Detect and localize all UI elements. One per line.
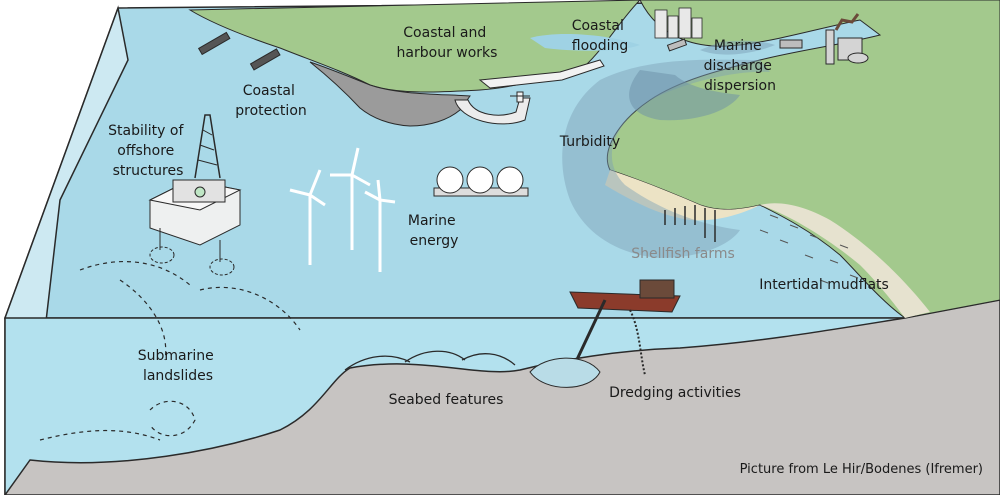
harbour-breakwater — [454, 97, 531, 125]
label-coastal-flooding: Coastal flooding — [572, 18, 629, 54]
harbour-jetty — [478, 59, 605, 89]
label-shellfish-farms: Shellfish farms — [631, 246, 735, 262]
landslide-scars — [39, 261, 301, 441]
label-seabed-features: Seabed features — [389, 392, 504, 408]
label-marine-energy: Marine energy — [408, 213, 460, 249]
mudflats-sand — [760, 203, 930, 318]
seabed — [4, 299, 1000, 495]
discharge-plume — [700, 40, 775, 55]
dredger-ship-icon — [563, 279, 681, 386]
oil-platform-icon — [148, 114, 242, 276]
flooding-area — [530, 34, 640, 51]
discharge-pipe-icon — [666, 38, 803, 52]
sand-waves — [344, 350, 516, 371]
groyne-icon — [197, 31, 281, 71]
turbidity-plume-core — [629, 70, 740, 121]
label-intertidal-mudflats: Intertidal mudflats — [759, 277, 889, 293]
label-coastal-harbour-works: Coastal and harbour works — [397, 25, 498, 61]
label-stability-offshore: Stability of offshore structures — [108, 123, 188, 179]
dredging-pit — [529, 357, 601, 388]
cliff — [309, 61, 471, 127]
label-dredging-activities: Dredging activities — [609, 385, 741, 401]
factory-icon — [825, 13, 869, 65]
sand-beach — [605, 170, 760, 221]
wind-turbine-icon — [289, 147, 396, 272]
mudflat-texture — [759, 214, 859, 284]
tidal-turbine-icon — [433, 166, 529, 197]
label-turbidity: Turbidity — [559, 134, 620, 150]
label-marine-discharge: Marine discharge dispersion — [704, 38, 777, 94]
credit-caption: Picture from Le Hir/Bodenes (Ifremer) — [740, 462, 983, 477]
lighthouse-icon — [510, 91, 530, 103]
label-submarine-landslides: Submarine landslides — [138, 348, 218, 384]
buildings-icon — [654, 7, 703, 39]
shellfish-farm-icon — [664, 205, 716, 242]
land-top — [188, 0, 641, 93]
turbidity-plume — [562, 59, 770, 259]
label-coastal-protection: Coastal protection — [235, 83, 307, 119]
